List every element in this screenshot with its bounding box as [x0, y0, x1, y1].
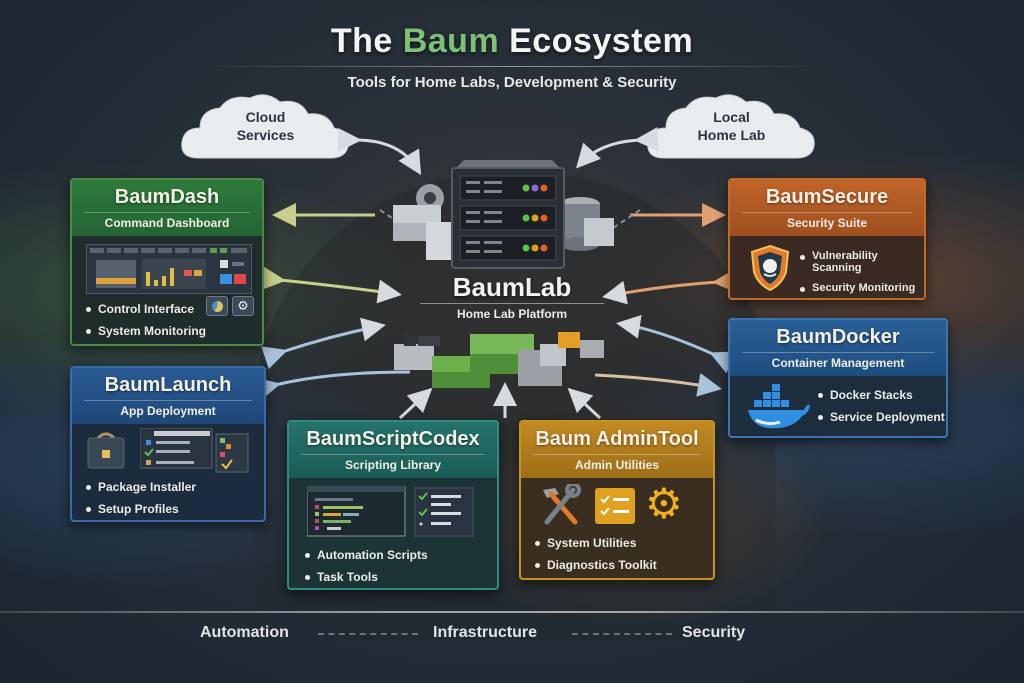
gear-icon: ⚙ — [237, 299, 249, 314]
feature-item: Control Interface — [86, 302, 206, 316]
tool-name: BaumSecure — [765, 186, 889, 208]
arrow-admin-lab — [567, 387, 602, 420]
pillar-automation: Automation — [200, 624, 289, 641]
pillar-security: Security — [682, 624, 746, 641]
center-platform-subtitle: Home Lab Platform — [456, 307, 567, 321]
pie-chart-icon — [211, 301, 223, 312]
arrow-dash-lab — [260, 266, 402, 304]
arrow-launch-lab — [261, 317, 386, 370]
tool-name: BaumLaunch — [104, 374, 232, 396]
card-divider — [742, 212, 912, 213]
cloud-label-line2: Services — [236, 127, 295, 143]
tool-card-baumlaunch[interactable]: BaumLaunch App Deployment Package Instal… — [70, 366, 266, 522]
feature-item: System Utilities — [535, 536, 657, 550]
arrow-launch-lab-2 — [254, 370, 411, 401]
tool-subtitle: Security Suite — [786, 216, 868, 230]
card-divider — [533, 454, 701, 455]
status-light — [522, 244, 530, 252]
title-accent: Baum — [402, 22, 500, 60]
feature-item: Task Tools — [305, 570, 428, 584]
dashboard-preview-icon — [86, 244, 252, 294]
arrow-docker-lab-2 — [594, 373, 722, 397]
card-divider — [84, 400, 252, 401]
arrow-cloud-services — [337, 127, 422, 176]
tool-name: BaumScriptCodex — [306, 428, 480, 450]
toolbox-icon — [87, 432, 125, 469]
title-suffix: Ecosystem — [499, 22, 694, 60]
gear-icon — [393, 184, 456, 260]
status-light — [522, 214, 530, 222]
feature-item: Setup Profiles — [86, 502, 196, 516]
tool-subtitle: Scripting Library — [344, 458, 442, 472]
status-light — [540, 244, 548, 252]
title-prefix: The — [330, 22, 403, 60]
card-divider — [301, 454, 485, 455]
status-light — [531, 184, 539, 192]
arrow-secure-lab — [602, 268, 737, 305]
tool-card-baumdash[interactable]: BaumDash Command Dashboard Control Inter… — [70, 178, 264, 346]
cloud-label-line2: Home Lab — [697, 127, 766, 143]
tool-name: BaumDash — [114, 186, 220, 208]
card-divider — [742, 352, 934, 353]
install-checklist-icon — [140, 428, 249, 473]
pillar-infrastructure: Infrastructure — [433, 624, 538, 641]
feature-item: Automation Scripts — [305, 548, 428, 562]
docker-whale-icon — [748, 384, 810, 429]
gear-icon: ⚙ — [645, 479, 683, 528]
shield-icon — [750, 244, 790, 292]
center-divider — [420, 303, 604, 304]
arrow-docker-lab — [616, 314, 737, 374]
tool-card-baumdocker[interactable]: BaumDocker Container Management Docker S… — [728, 318, 948, 438]
status-light — [540, 184, 548, 192]
status-light — [531, 214, 539, 222]
arrow-local-home-lab — [575, 127, 659, 169]
tool-name: BaumDocker — [776, 326, 900, 348]
status-light — [522, 184, 530, 192]
tool-subtitle: Admin Utilities — [574, 458, 659, 472]
database-icon — [560, 197, 614, 251]
feature-item: System Monitoring — [86, 324, 206, 338]
center-platform-name: BaumLab — [452, 272, 572, 302]
pillar-connector — [572, 633, 672, 635]
feature-item: Package Installer — [86, 480, 196, 494]
pillar-connector — [318, 633, 418, 635]
tool-card-baumscriptcodex[interactable]: BaumScriptCodex Scripting Library Automa… — [287, 420, 499, 590]
tool-subtitle: Command Dashboard — [104, 216, 230, 230]
card-divider — [84, 212, 250, 213]
container-blocks-illustration — [394, 332, 604, 388]
arrow-script-lab — [398, 387, 433, 420]
status-light — [531, 244, 539, 252]
server-rack-illustration — [393, 160, 614, 269]
code-editor-icon — [307, 486, 474, 537]
tool-name: Baum AdminTool — [535, 428, 699, 450]
settings-button[interactable]: ⚙ — [232, 296, 254, 316]
title-divider — [200, 66, 824, 67]
tool-card-baumadmintool[interactable]: Baum AdminTool Admin Utilities ⚙ System … — [519, 420, 715, 580]
tool-card-baumsecure[interactable]: BaumSecure Security Suite Vulnerability … — [728, 178, 926, 300]
feature-item: Diagnostics Toolkit — [535, 558, 657, 572]
footer-divider — [0, 611, 1024, 613]
checklist-icon — [595, 488, 635, 524]
feature-item: Service Deployment — [818, 410, 945, 424]
feature-item: Vulnerability Scanning — [800, 250, 924, 274]
hammer-wrench-icon — [543, 484, 581, 525]
chart-pie-button[interactable] — [206, 296, 228, 316]
tool-subtitle: Container Management — [771, 356, 905, 370]
page-title: The Baum Ecosystem — [0, 22, 1024, 61]
feature-item: Docker Stacks — [818, 388, 945, 402]
cloud-label-line1: Cloud — [245, 109, 286, 125]
footer-pillars: Automation Infrastructure Security — [0, 624, 1024, 646]
page-subtitle: Tools for Home Labs, Development & Secur… — [347, 74, 677, 91]
feature-item: Security Monitoring — [800, 282, 924, 294]
tool-subtitle: App Deployment — [120, 404, 216, 418]
status-light — [540, 214, 548, 222]
cloud-label-line1: Local — [713, 109, 750, 125]
